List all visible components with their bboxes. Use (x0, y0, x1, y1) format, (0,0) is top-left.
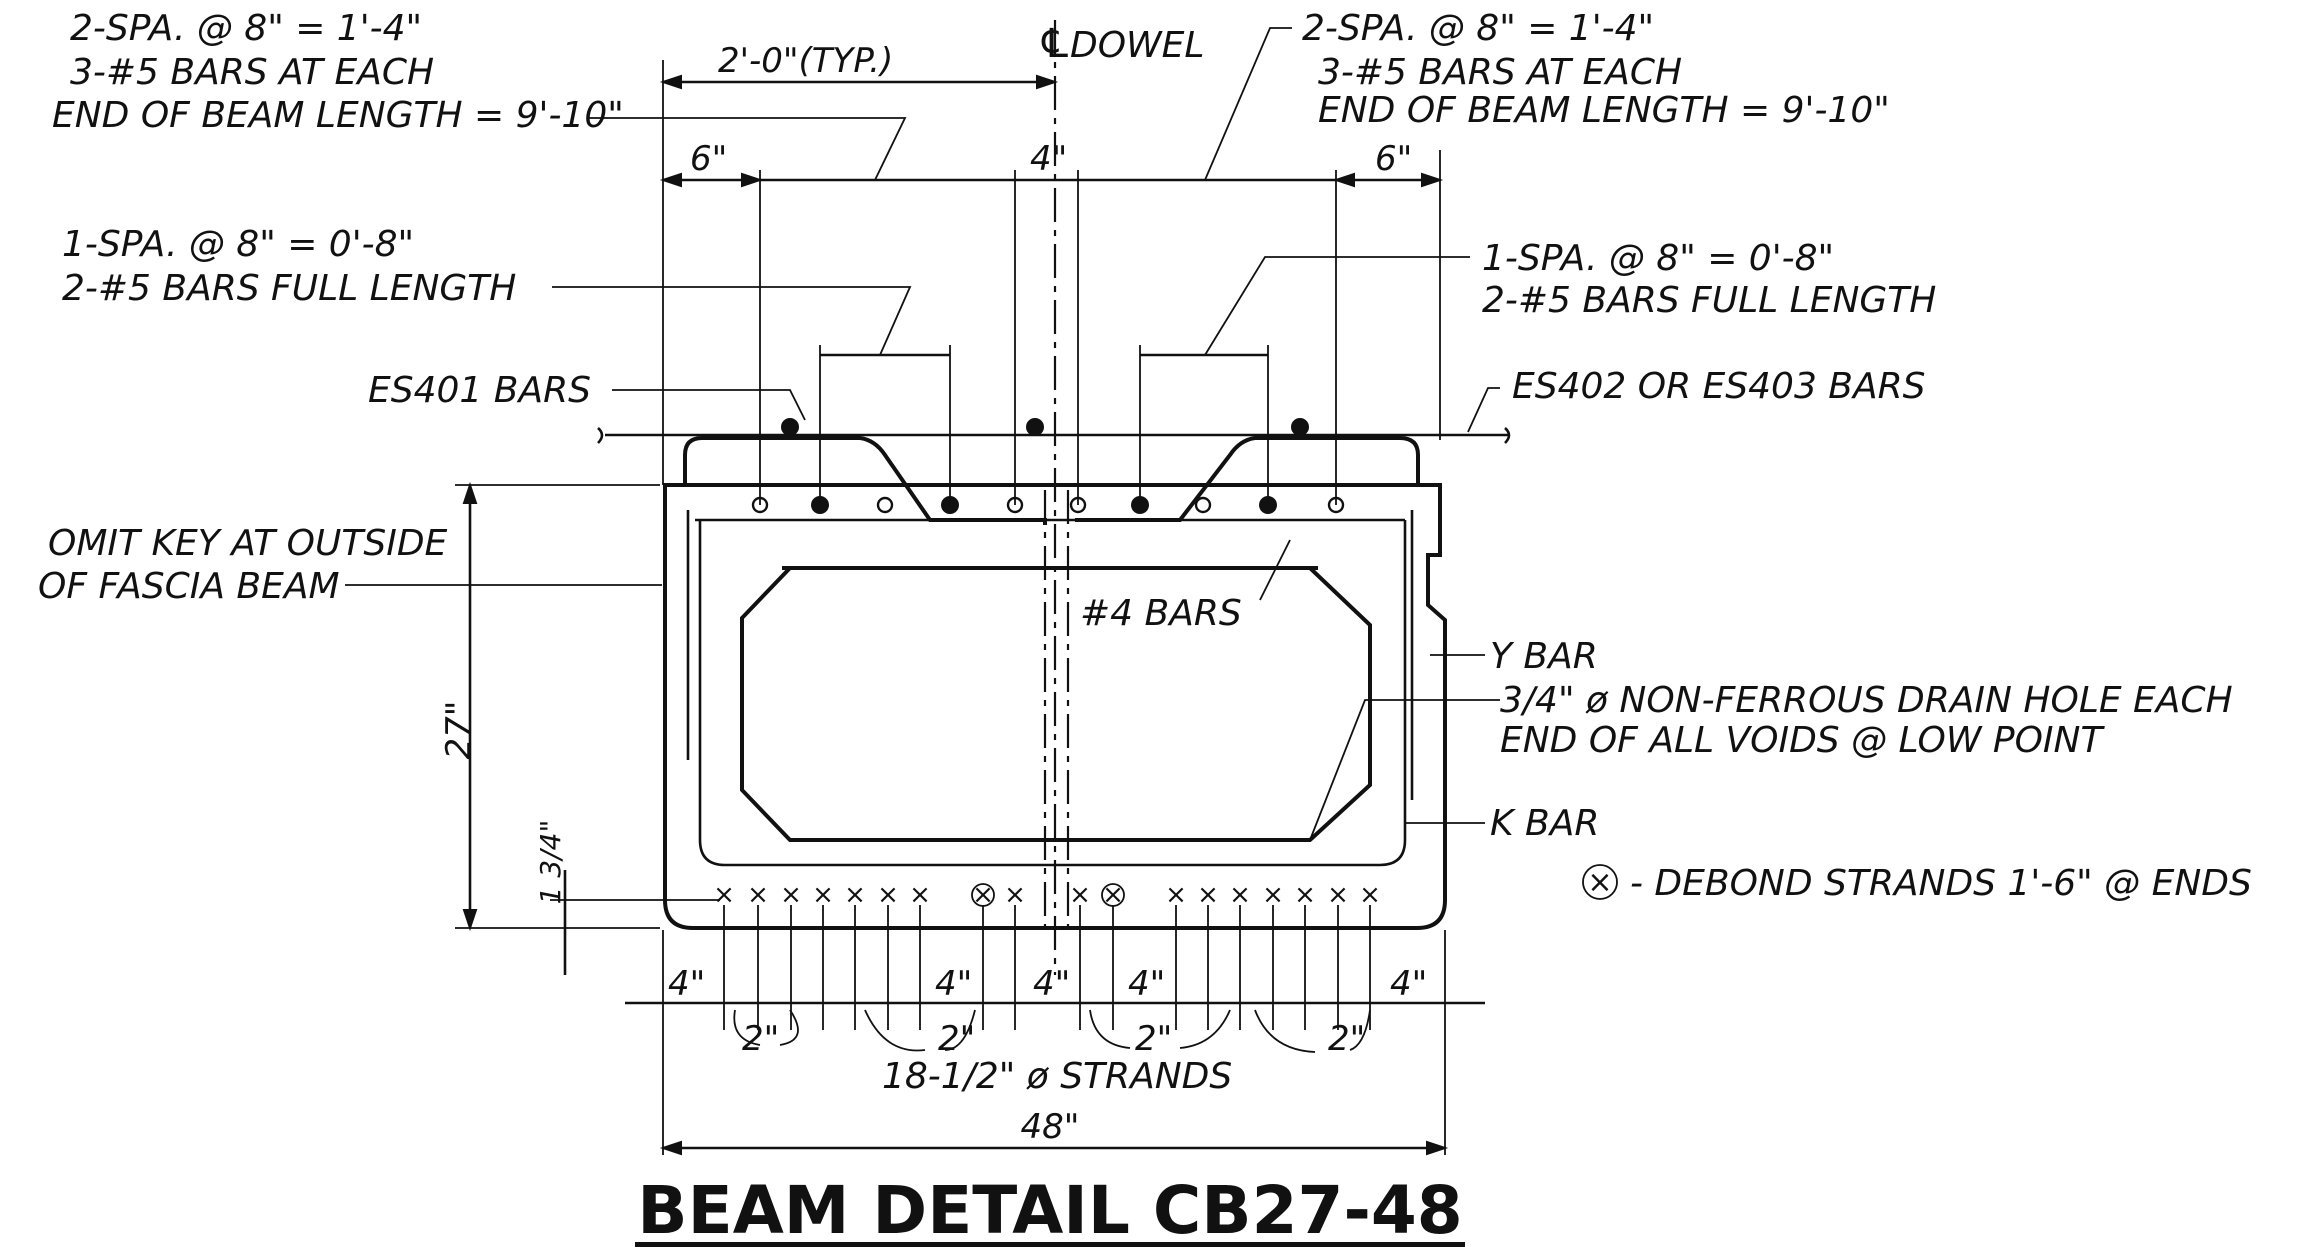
note-es402: ES402 OR ES403 BARS (1512, 366, 1926, 407)
top-bars (751, 418, 1345, 514)
svg-text:×: × (780, 880, 802, 910)
height-dimension: 27" 1 3/4" (439, 481, 720, 975)
svg-text:×: × (1165, 880, 1187, 910)
svg-text:×: × (1327, 880, 1349, 910)
svg-text:×: × (1197, 880, 1219, 910)
note-debond: - DEBOND STRANDS 1'-6" @ ENDS (1630, 863, 2252, 904)
notes: 2-SPA. @ 8" = 1'-4" 3-#5 BARS AT EACH EN… (38, 8, 2252, 1097)
note-top-left-1: 2-SPA. @ 8" = 1'-4" (70, 8, 422, 49)
note-top-right-1: 2-SPA. @ 8" = 1'-4" (1302, 8, 1654, 49)
svg-text:×: × (1069, 880, 1091, 910)
svg-text:×: × (1262, 880, 1284, 910)
dim-one-three-quarter: 1 3/4" (534, 820, 567, 905)
dim-six-right: 6" (1375, 139, 1412, 179)
top-dimensions: 2'-0"(TYP.) 6" 4" 6" (659, 41, 1444, 505)
note-k-bar: K BAR (1490, 803, 1599, 844)
note-cl-dowel: DOWEL (1070, 25, 1204, 66)
centerline-icon: ℄ (1037, 21, 1073, 67)
svg-text:×: × (972, 880, 994, 910)
note-top-right-3: END OF BEAM LENGTH = 9'-10" (1318, 90, 1890, 131)
dim-bot-4-a: 4" (668, 964, 705, 1004)
svg-text:×: × (909, 880, 931, 910)
note-mid-left-1: 1-SPA. @ 8" = 0'-8" (62, 224, 414, 265)
dim-bot-2-c: 2" (1135, 1019, 1172, 1059)
note-top-left-3: END OF BEAM LENGTH = 9'-10" (52, 95, 624, 136)
page-title: BEAM DETAIL CB27-48 (637, 1172, 1462, 1247)
note-mid-right-1: 1-SPA. @ 8" = 0'-8" (1482, 238, 1834, 279)
dim-typ: 2'-0"(TYP.) (718, 41, 893, 81)
dim-six-left: 6" (690, 139, 727, 179)
note-drain-1: 3/4" ø NON-FERROUS DRAIN HOLE EACH (1500, 680, 2233, 721)
note-no4-bars: #4 BARS (1080, 593, 1242, 634)
note-omit-key-1: OMIT KEY AT OUTSIDE (48, 523, 448, 564)
note-top-right-2: 3-#5 BARS AT EACH (1318, 52, 1682, 93)
svg-text:×: × (713, 880, 735, 910)
svg-text:×: × (747, 880, 769, 910)
note-strands: 18-1/2" ø STRANDS (882, 1056, 1232, 1097)
note-mid-left-2: 2-#5 BARS FULL LENGTH (62, 268, 516, 309)
svg-text:×: × (1359, 880, 1381, 910)
debond-strand-icon-mark: × (1587, 865, 1612, 900)
svg-text:×: × (844, 880, 866, 910)
note-omit-key-2: OF FASCIA BEAM (38, 566, 340, 607)
svg-text:×: × (1229, 880, 1251, 910)
dim-bot-4-d: 4" (1128, 964, 1165, 1004)
svg-text:×: × (1004, 880, 1026, 910)
svg-text:×: × (877, 880, 899, 910)
dim-bot-2-a: 2" (742, 1019, 779, 1059)
note-mid-right-2: 2-#5 BARS FULL LENGTH (1482, 280, 1936, 321)
dim-width: 48" (1021, 1107, 1080, 1147)
dim-bot-4-c: 4" (1033, 964, 1070, 1004)
dim-height: 27" (439, 701, 479, 760)
es-bar-line (597, 427, 1511, 444)
beam-outline (663, 436, 1447, 930)
svg-text:×: × (1102, 880, 1124, 910)
title-block: BEAM DETAIL CB27-48 (635, 1172, 1465, 1247)
dim-bot-4-e: 4" (1390, 964, 1427, 1004)
svg-text:×: × (1294, 880, 1316, 910)
note-drain-2: END OF ALL VOIDS @ LOW POINT (1500, 720, 2105, 761)
note-top-left-2: 3-#5 BARS AT EACH (70, 52, 434, 93)
note-y-bar: Y BAR (1490, 636, 1598, 677)
strands: × × × × × × × × × × × × × × × × × × (713, 880, 1381, 910)
dim-bot-4-b: 4" (935, 964, 972, 1004)
note-es401: ES401 BARS (368, 370, 591, 411)
dim-bot-2-b: 2" (938, 1019, 975, 1059)
leaders (345, 27, 1500, 841)
svg-text:×: × (812, 880, 834, 910)
bottom-dimensions: 4" 4" 4" 4" 4" 2" 2" 2" 2" 48" (625, 905, 1485, 1156)
dim-four-center: 4" (1030, 139, 1067, 179)
dim-bot-2-d: 2" (1328, 1019, 1365, 1059)
debond-strand-icon (1582, 864, 1618, 900)
